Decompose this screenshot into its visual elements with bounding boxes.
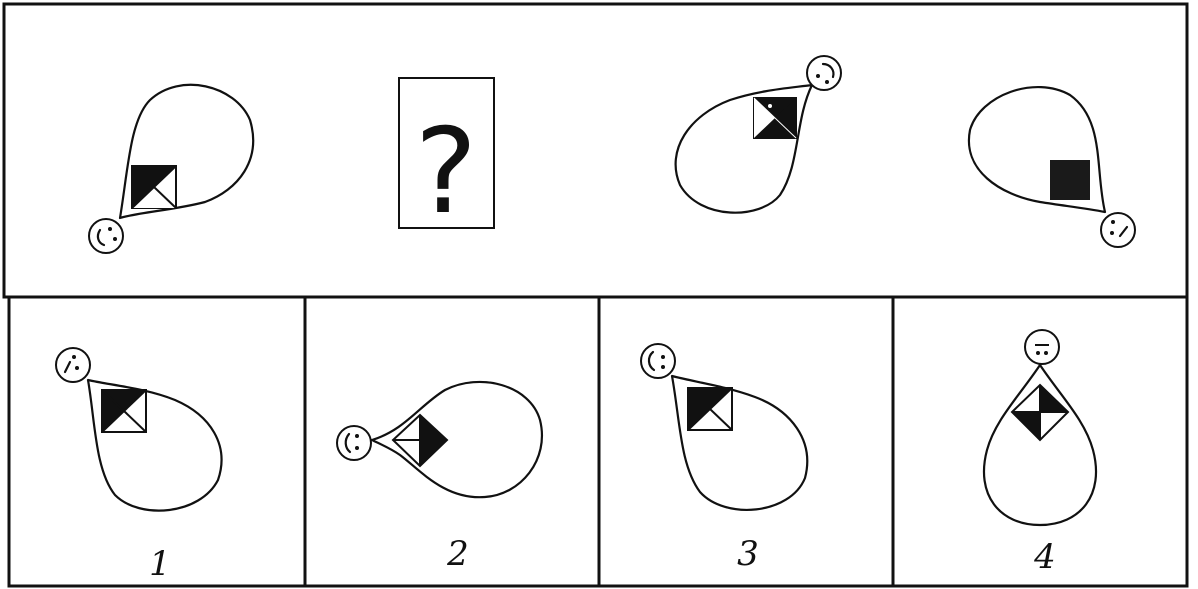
- split-square: [132, 166, 176, 208]
- option-number-label: 2: [446, 534, 469, 574]
- smiley-face: [1101, 213, 1135, 247]
- split-square: [688, 388, 732, 430]
- smiley-face: [807, 56, 841, 90]
- split-square: [754, 98, 796, 138]
- sequence-figure-4: [969, 87, 1135, 247]
- sequence-figure-1: [89, 85, 253, 253]
- answer-option-4[interactable]: 4: [984, 330, 1096, 577]
- option-number-label: 3: [737, 534, 759, 574]
- option-number-label: 4: [1033, 537, 1056, 577]
- question-row-frame: [4, 4, 1187, 297]
- smiley-face: [337, 426, 371, 460]
- split-square: [102, 390, 146, 432]
- sequence-figure-3: [676, 56, 841, 213]
- answer-option-2[interactable]: 2: [337, 382, 542, 574]
- missing-figure-box: ?: [399, 78, 494, 240]
- smiley-face: [89, 219, 123, 253]
- answer-option-3[interactable]: 3: [641, 344, 807, 574]
- solid-square: [1050, 160, 1090, 200]
- split-square: [393, 415, 447, 466]
- smiley-face: [56, 348, 90, 382]
- smiley-face: [1025, 330, 1059, 364]
- smiley-face: [641, 344, 675, 378]
- question-mark: ?: [415, 102, 478, 240]
- answer-option-1[interactable]: 1: [56, 348, 221, 584]
- option-number-label: 1: [149, 544, 171, 584]
